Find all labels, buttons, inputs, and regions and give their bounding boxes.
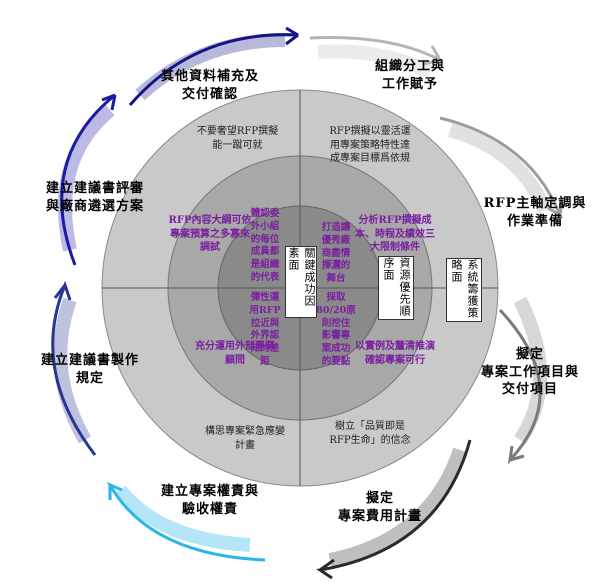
arrow-cost [316,439,472,580]
outer-ring-tl: 不要奢望RFP撰擬 能一蹴可就 [196,126,279,151]
step-rules-label: 建立建議書製作 規定 [40,353,139,386]
middle-ring-br: 以實例及釐清推演 確認專案可行 [355,341,435,366]
step-extra-label: 其他資料補充及 交付確認 [160,69,259,102]
middle-ring-tl: RFP內容大綱可依 專案預算之多寡來 調試 [168,215,252,253]
arrow-items [498,308,542,465]
inner-ring-tl-a: 體認委 外小組 的每位 成員都 是組織 的代表 [250,208,280,284]
outer-ring-bl: 構思專案緊急應變 計畫 [205,426,285,451]
outer-ring-br: 樹立「品質即是 RFP生命」的信念 [329,421,411,446]
arrow-cost-band [328,447,467,567]
arrow-extra [128,26,299,106]
step-org-label: 組織分工與 工作賦予 [374,59,445,92]
step-review-label: 建立建議書評審 與廠商遴選方案 [45,181,144,214]
arrow-rfp [439,116,564,219]
arrow-rules-band [53,297,92,444]
middle-ring-bl: 充分運用外部專業 顧問 [195,341,275,366]
inner-ring-tr-a: 打造讓 優秀廠 商盡情 揮灑的 舞台 [321,222,351,285]
middle-ring-tr: 分析RFP撰擬成 本、時程及績效三 大限制條件 [355,215,435,253]
arrow-rfp-band [448,123,552,213]
arrow-rules [51,280,97,456]
arrow-rights [106,481,266,562]
inner-ring-tr-b: 採取 80/20原 則挖住 影響專 案成功 的要點 [316,292,356,368]
inner-ring-tl-b: 彈性運 用RFP 拉近與 外界認 知的差 距 [249,292,281,368]
arrow-review [60,93,117,266]
step-cost-label: 擬定 專案費用計畫 [337,491,422,524]
step-items-label: 擬定 專案工作項目與 交付項目 [480,347,579,398]
step-rights-label: 建立專案權責與 驗收權責 [160,484,259,517]
arrow-items-band [513,296,547,444]
box-resource: 資源優先順序面 [378,256,414,320]
arrow-review-band [58,104,115,252]
outer-ring-tr: RFP撰擬以靈活運 用專案策略特性達 成專案目標爲依規 [329,126,411,164]
arrow-extra-band [135,33,286,101]
arrow-rights-band [114,485,251,552]
box-strategy: 系統籌獲策略面 [446,258,482,322]
arrow-org-band [317,44,434,79]
box-center: 關鍵成功因素面 [285,246,317,318]
arrow-org [309,36,444,66]
step-rfp-label: RFP主軸定調與 作業準備 [483,196,587,229]
